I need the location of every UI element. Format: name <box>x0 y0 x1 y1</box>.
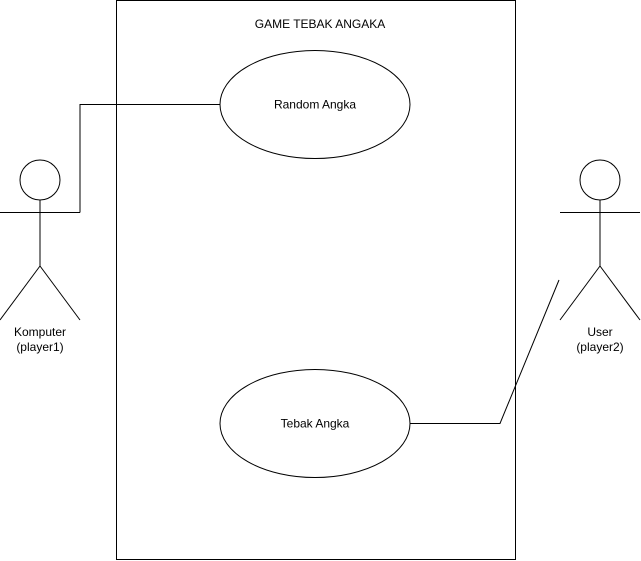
system-title: GAME TEBAK ANGAKA <box>255 17 386 31</box>
actor-komputer-head <box>19 159 61 201</box>
actor-komputer[interactable]: Komputer (player1) <box>0 159 81 354</box>
actor-user-role: (player2) <box>576 340 623 354</box>
use-case-tebak-angka-label: Tebak Angka <box>281 417 350 431</box>
system-boundary-box <box>116 0 516 560</box>
actor-komputer-right-leg <box>39 265 81 321</box>
system-boundary: GAME TEBAK ANGAKA <box>116 0 516 560</box>
actor-user[interactable]: User (player2) <box>559 159 641 354</box>
actor-user-left-leg <box>559 265 601 321</box>
association-user-tebak-angka <box>410 279 560 424</box>
actor-komputer-name: Komputer <box>14 325 66 339</box>
actor-user-head <box>579 159 621 201</box>
actor-komputer-role: (player1) <box>16 340 63 354</box>
use-case-random-angka-label: Random Angka <box>274 98 356 112</box>
actor-user-right-leg <box>599 265 641 321</box>
use-case-random-angka[interactable]: Random Angka <box>219 50 411 159</box>
use-case-tebak-angka[interactable]: Tebak Angka <box>219 369 411 478</box>
association-komputer-random-angka <box>79 104 220 213</box>
actor-user-name: User <box>587 325 612 339</box>
actor-komputer-left-leg <box>0 265 41 321</box>
